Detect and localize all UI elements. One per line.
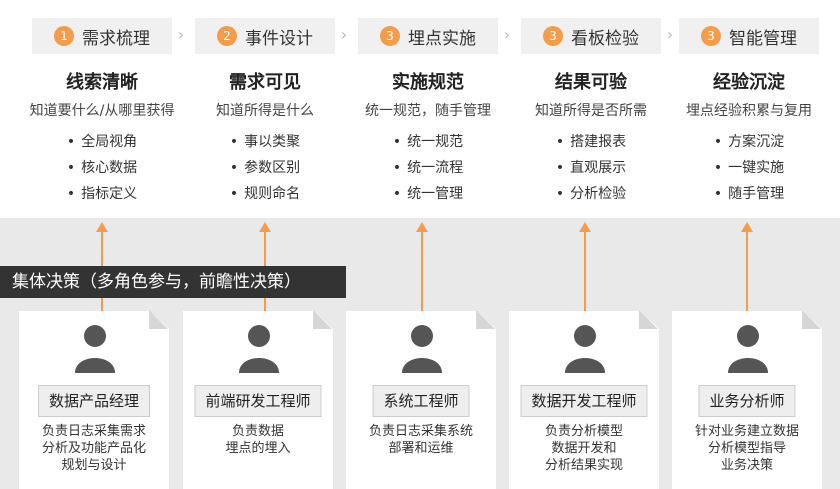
step-number-badge: 3	[701, 26, 721, 46]
step-label: 需求梳理	[82, 28, 150, 49]
role-title: 数据产品经理	[37, 385, 151, 417]
person-icon	[239, 325, 279, 373]
stage-4: 3 看板检验 › 结果可验 知道所得是否所需 搭建报表 直观展示 分析检验	[516, 18, 673, 207]
stage-step: 2 事件设计 ›	[195, 18, 347, 54]
stage-bullet: 事以类聚	[190, 129, 340, 155]
stage-step: 1 需求梳理 ›	[32, 18, 184, 54]
stage-subtitle: 知道要什么/从哪里获得	[29, 103, 175, 119]
stage-bullet: 方案沉淀	[674, 129, 824, 155]
step-number-badge: 2	[217, 26, 237, 46]
person-icon	[75, 325, 115, 373]
stage-heading: 经验沉淀	[713, 72, 785, 93]
step-label: 事件设计	[245, 28, 313, 49]
section-title-bar: 集体决策（多角色参与，前瞻性决策）	[0, 266, 346, 298]
stage-3: 3 埋点实施 › 实施规范 统一规范，随手管理 统一规范 统一流程 统一管理	[353, 18, 510, 207]
role-title: 业务分析师	[698, 385, 796, 417]
role-card: 数据产品经理 负责日志采集需求分析及功能产品化规划与设计	[19, 311, 169, 489]
role-card: 数据开发工程师 负责分析模型数据开发和分析结果实现	[509, 311, 659, 489]
step-label: 看板检验	[571, 28, 639, 49]
card-fold-corner	[639, 311, 659, 329]
role-title: 数据开发工程师	[520, 385, 648, 417]
stage-bullet: 统一流程	[353, 155, 503, 181]
role-description: 负责日志采集需求分析及功能产品化规划与设计	[41, 424, 146, 473]
stage-5: 3 智能管理 经验沉淀 埋点经验积累与复用 方案沉淀 一键实施 随手管理	[674, 18, 824, 207]
chevron-right-icon: ›	[666, 25, 674, 44]
card-fold-corner	[802, 311, 822, 329]
arrow-up-icon	[416, 222, 428, 332]
step-number-badge: 3	[380, 26, 400, 46]
stage-bullet: 分析检验	[516, 181, 666, 207]
stage-bullet: 统一管理	[353, 181, 503, 207]
step-label: 智能管理	[729, 28, 797, 49]
stage-heading: 结果可验	[555, 72, 627, 93]
stage-bullet: 规则命名	[190, 181, 340, 207]
role-title: 系统工程师	[372, 385, 470, 417]
stage-bullet: 统一规范	[353, 129, 503, 155]
stage-subtitle: 知道所得是什么	[216, 103, 314, 119]
stage-subtitle: 统一规范，随手管理	[365, 103, 491, 119]
person-icon	[728, 325, 768, 373]
stage-1: 1 需求梳理 › 线索清晰 知道要什么/从哪里获得 全局视角 核心数据 指标定义	[27, 18, 184, 207]
stage-heading: 线索清晰	[66, 72, 138, 93]
step-label: 埋点实施	[408, 28, 476, 49]
stage-bullet: 一键实施	[674, 155, 824, 181]
step-number-badge: 3	[543, 26, 563, 46]
stage-subtitle: 知道所得是否所需	[535, 103, 647, 119]
stage-heading: 实施规范	[392, 72, 464, 93]
stage-step: 3 看板检验 ›	[521, 18, 673, 54]
role-card: 系统工程师 负责日志采集系统部署和运维	[346, 311, 496, 489]
arrow-up-icon	[579, 222, 591, 332]
stage-bullet: 搭建报表	[516, 129, 666, 155]
role-description: 针对业务建立数据分析模型指导业务决策	[694, 424, 799, 473]
role-description: 负责日志采集系统部署和运维	[368, 424, 473, 456]
person-icon	[402, 325, 442, 373]
role-description: 负责数据埋点的埋入	[225, 424, 291, 456]
step-number-badge: 1	[54, 26, 74, 46]
card-fold-corner	[149, 311, 169, 329]
person-icon	[565, 325, 605, 373]
stage-bullet: 指标定义	[27, 181, 177, 207]
chevron-right-icon: ›	[503, 25, 511, 44]
arrow-up-icon	[741, 222, 753, 332]
stage-bullet: 全局视角	[27, 129, 177, 155]
card-fold-corner	[476, 311, 496, 329]
process-panel: 1 需求梳理 › 线索清晰 知道要什么/从哪里获得 全局视角 核心数据 指标定义…	[0, 0, 840, 218]
stage-bullet: 参数区别	[190, 155, 340, 181]
stage-2: 2 事件设计 › 需求可见 知道所得是什么 事以类聚 参数区别 规则命名	[190, 18, 347, 207]
card-fold-corner	[313, 311, 333, 329]
role-card: 业务分析师 针对业务建立数据分析模型指导业务决策	[672, 311, 822, 489]
role-description: 负责分析模型数据开发和分析结果实现	[544, 424, 623, 473]
role-card: 前端研发工程师 负责数据埋点的埋入	[183, 311, 333, 489]
stage-step: 3 智能管理	[679, 18, 819, 54]
stage-bullet: 核心数据	[27, 155, 177, 181]
chevron-right-icon: ›	[340, 25, 348, 44]
stage-heading: 需求可见	[229, 72, 301, 93]
chevron-right-icon: ›	[177, 25, 185, 44]
stage-bullet: 随手管理	[674, 181, 824, 207]
stage-step: 3 埋点实施 ›	[358, 18, 510, 54]
stage-subtitle: 埋点经验积累与复用	[686, 103, 812, 119]
role-title: 前端研发工程师	[194, 385, 322, 417]
stage-bullet: 直观展示	[516, 155, 666, 181]
